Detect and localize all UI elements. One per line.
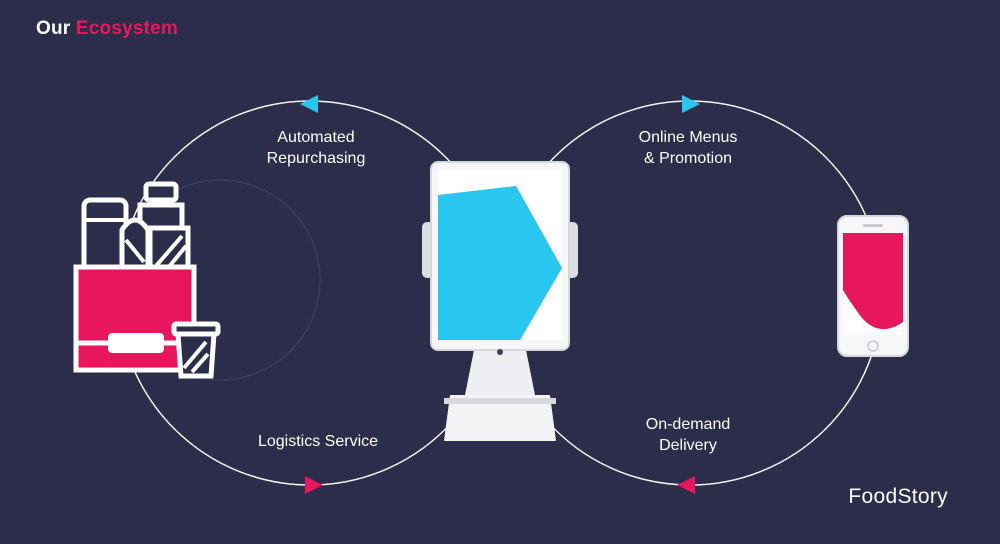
label-line: Automated bbox=[277, 129, 355, 146]
arrow-left-top-icon bbox=[300, 95, 318, 113]
label-online-menus-promotion: Online Menus & Promotion bbox=[618, 127, 758, 169]
label-line: & Promotion bbox=[643, 150, 733, 167]
smartphone-icon bbox=[837, 215, 909, 357]
tablet-pos-stand-icon bbox=[422, 161, 578, 441]
page-title: Our Ecosystem bbox=[36, 18, 178, 40]
brand-logo: FoodStory bbox=[848, 485, 948, 508]
label-on-demand-delivery: On-demand Delivery bbox=[618, 414, 758, 456]
label-line: On-demand bbox=[645, 416, 731, 433]
label-logistics-service: Logistics Service bbox=[236, 431, 400, 452]
title-accent: Ecosystem bbox=[75, 18, 179, 39]
arrow-right-bottom-icon bbox=[677, 476, 695, 494]
grocery-bag-icon bbox=[73, 181, 221, 379]
label-automated-repurchasing: Automated Repurchasing bbox=[246, 127, 386, 169]
label-line: Delivery bbox=[659, 437, 717, 454]
title-prefix: Our bbox=[36, 18, 71, 39]
arrow-left-bottom-icon bbox=[305, 476, 323, 494]
label-line: Online Menus bbox=[638, 129, 738, 146]
label-line: Logistics Service bbox=[257, 433, 379, 450]
label-line: Repurchasing bbox=[266, 150, 366, 167]
arrow-right-top-icon bbox=[682, 95, 700, 113]
